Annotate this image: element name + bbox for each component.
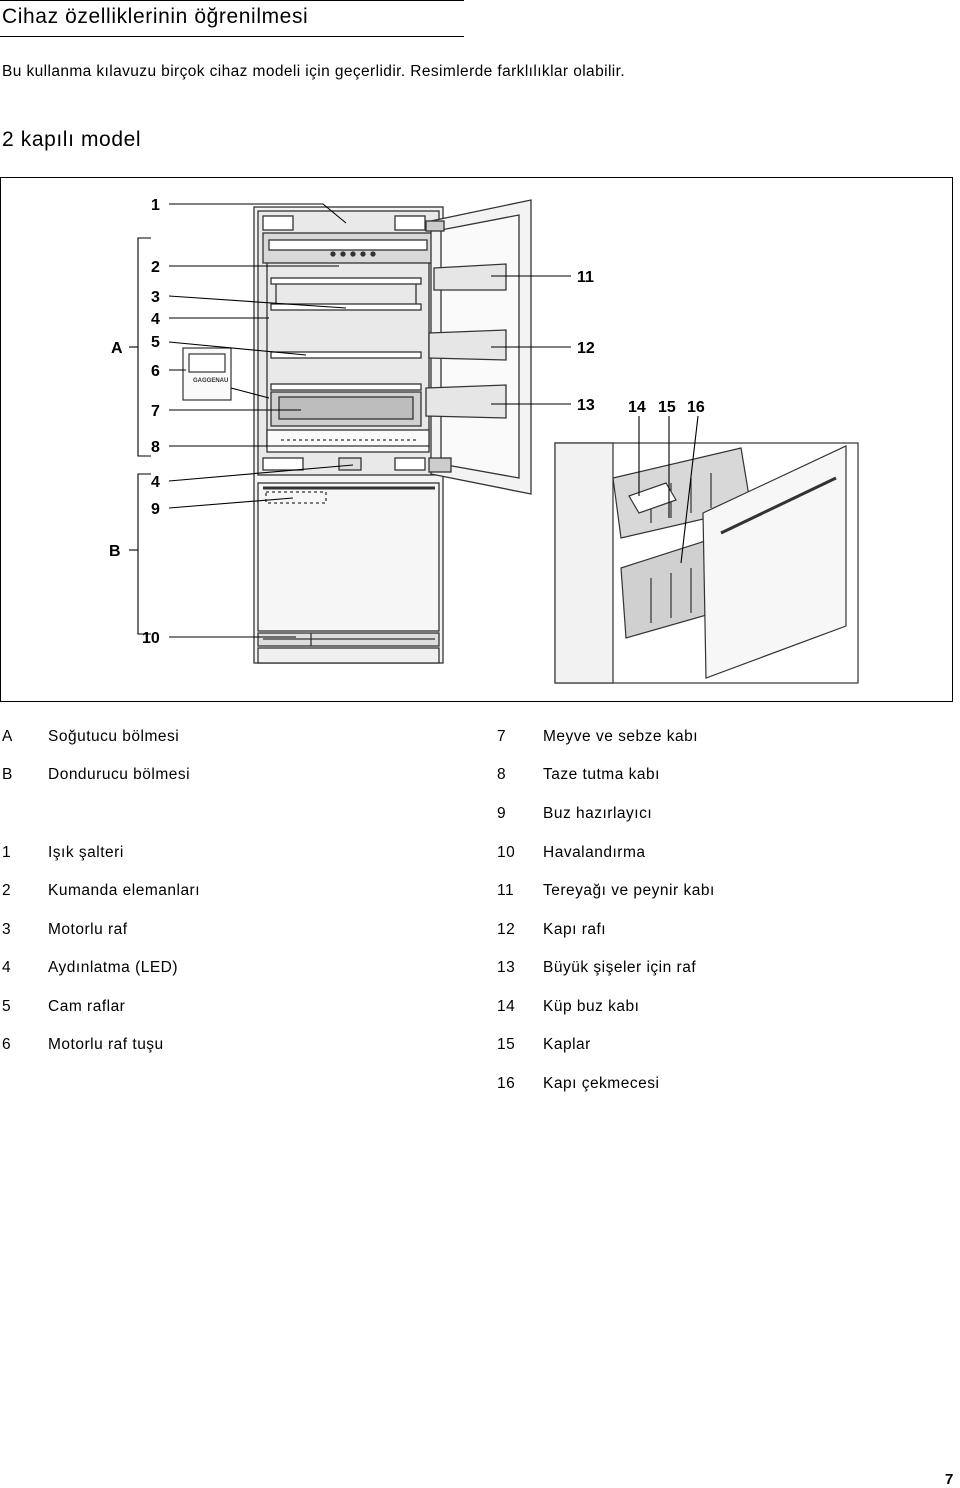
callout-10: 10 bbox=[142, 630, 160, 647]
legend-key: 6 bbox=[2, 1036, 12, 1053]
legend-label: Soğutucu bölmesi bbox=[48, 728, 180, 745]
legend-key: 8 bbox=[497, 766, 507, 783]
legend-key: 3 bbox=[2, 921, 12, 938]
callout-4a: 4 bbox=[151, 311, 160, 328]
page-title: Cihaz özelliklerinin öğrenilmesi bbox=[2, 5, 309, 28]
callout-4b: 4 bbox=[151, 474, 160, 491]
freezer-drawer-view bbox=[554, 442, 859, 684]
fridge-illustration: GAGGENAU bbox=[109, 197, 859, 684]
top-rule bbox=[0, 0, 464, 1]
legend-label: Tereyağı ve peynir kabı bbox=[543, 882, 715, 899]
callout-9: 9 bbox=[151, 501, 160, 518]
callout-labels: 1 2 3 4 5 6 7 8 4 9 10 11 12 13 14 15 16… bbox=[109, 197, 705, 647]
callout-6: 6 bbox=[151, 363, 160, 380]
legend-label: Motorlu raf tuşu bbox=[48, 1036, 164, 1053]
legend-label: Küp buz kabı bbox=[543, 998, 640, 1015]
legend-label: Işık şalteri bbox=[48, 844, 124, 861]
legend-key: 7 bbox=[497, 728, 507, 745]
callout-14: 14 bbox=[628, 399, 646, 416]
legend-label: Buz hazırlayıcı bbox=[543, 805, 653, 822]
legend-key: 16 bbox=[497, 1075, 516, 1092]
legend-label: Taze tutma kabı bbox=[543, 766, 660, 783]
callout-12: 12 bbox=[577, 340, 595, 357]
callout-11: 11 bbox=[577, 269, 594, 286]
legend-label: Kaplar bbox=[543, 1036, 591, 1053]
callout-B: B bbox=[109, 543, 121, 560]
legend-key: 1 bbox=[2, 844, 12, 861]
callout-13: 13 bbox=[577, 397, 595, 414]
callout-5: 5 bbox=[151, 334, 160, 351]
page-number: 7 bbox=[945, 1471, 954, 1488]
callout-2: 2 bbox=[151, 259, 160, 276]
leader-lines bbox=[129, 203, 699, 638]
legend-label: Dondurucu bölmesi bbox=[48, 766, 191, 783]
callout-15: 15 bbox=[658, 399, 676, 416]
legend-key: 2 bbox=[2, 882, 12, 899]
legend-label: Büyük şişeler için raf bbox=[543, 959, 697, 976]
legend-key: 15 bbox=[497, 1036, 516, 1053]
legend-label: Motorlu raf bbox=[48, 921, 128, 938]
callout-7: 7 bbox=[151, 403, 160, 420]
legend-label: Kapı çekmecesi bbox=[543, 1075, 660, 1092]
title-rule bbox=[0, 36, 464, 37]
callout-8: 8 bbox=[151, 439, 160, 456]
legend-key: 14 bbox=[497, 998, 516, 1015]
intro-text: Bu kullanma kılavuzu birçok cihaz modeli… bbox=[2, 63, 626, 80]
legend-label: Cam raflar bbox=[48, 998, 126, 1015]
legend-key: 4 bbox=[2, 959, 12, 976]
legend-key: A bbox=[2, 728, 13, 745]
panel-brand-label: GAGGENAU bbox=[193, 378, 228, 384]
legend-key: 10 bbox=[497, 844, 516, 861]
model-heading: 2 kapılı model bbox=[2, 128, 142, 151]
legend-key: 11 bbox=[497, 882, 515, 899]
fridge-diagram: GAGGENAU bbox=[0, 177, 953, 702]
callout-3: 3 bbox=[151, 289, 160, 306]
callout-1: 1 bbox=[151, 197, 160, 214]
legend-key: 12 bbox=[497, 921, 516, 938]
fridge-body bbox=[253, 206, 444, 664]
legend-key: 9 bbox=[497, 805, 507, 822]
callout-A: A bbox=[111, 340, 123, 357]
callout-16: 16 bbox=[687, 399, 705, 416]
control-panel-inset: GAGGENAU bbox=[182, 347, 232, 401]
legend-label: Kumanda elemanları bbox=[48, 882, 201, 899]
legend-key: 5 bbox=[2, 998, 12, 1015]
legend-label: Meyve ve sebze kabı bbox=[543, 728, 699, 745]
legend-label: Aydınlatma (LED) bbox=[48, 959, 179, 976]
legend-key: 13 bbox=[497, 959, 516, 976]
open-door bbox=[425, 199, 532, 495]
legend-label: Havalandırma bbox=[543, 844, 646, 861]
legend-label: Kapı rafı bbox=[543, 921, 607, 938]
legend-key: B bbox=[2, 766, 13, 783]
